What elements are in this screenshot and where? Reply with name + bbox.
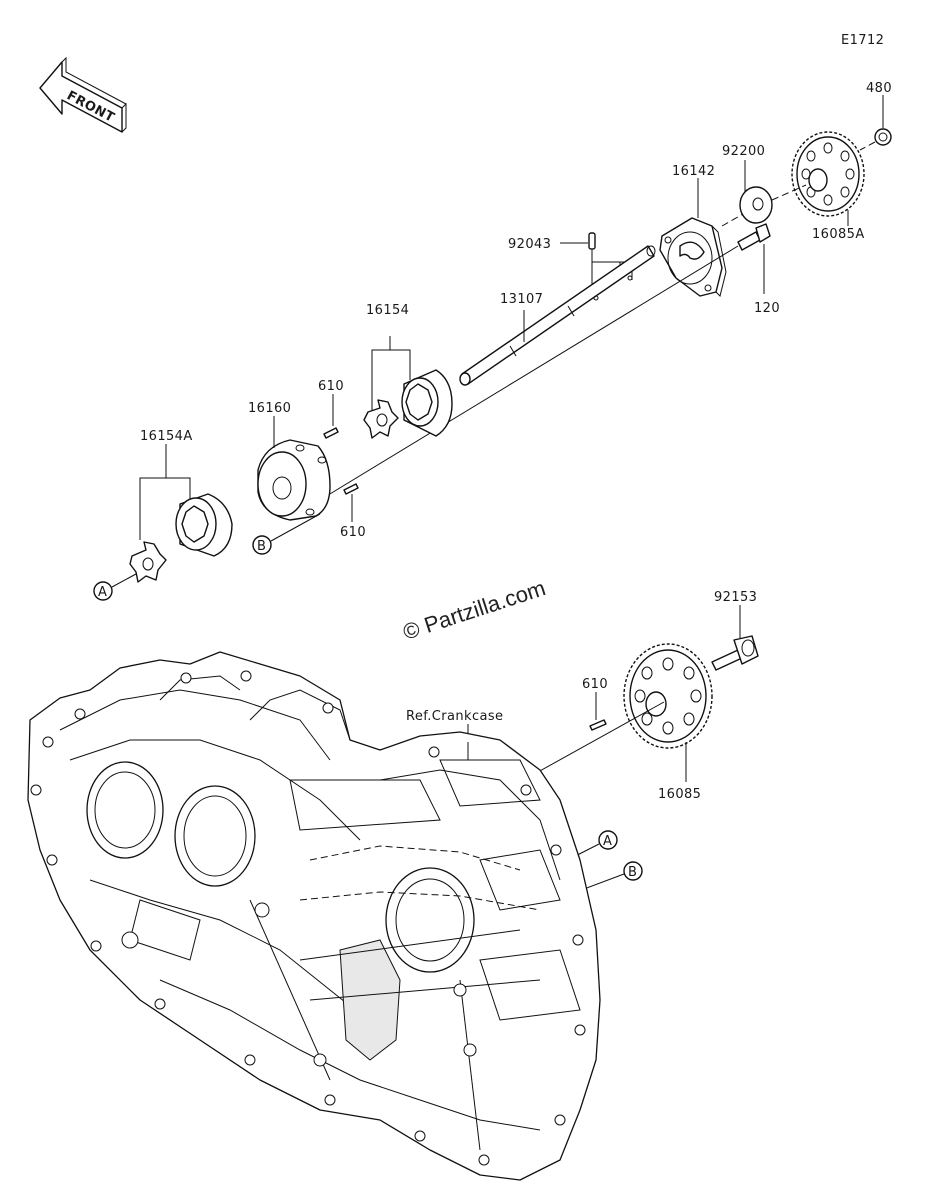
bolt-92153	[711, 605, 759, 671]
pin-610-middle	[343, 483, 359, 522]
pin-610-upper	[323, 394, 339, 439]
circlip-480	[859, 95, 892, 151]
gear-16085	[519, 643, 713, 783]
pump-body-16160	[257, 416, 331, 521]
label-16085: 16085	[658, 787, 701, 802]
label-610-middle: 610	[340, 525, 366, 540]
label-120: 120	[754, 301, 780, 316]
pump-cover-16142	[659, 178, 727, 297]
gear-16085a	[791, 131, 865, 226]
label-16154: 16154	[366, 303, 409, 318]
shaft-13107	[459, 245, 656, 386]
label-16154a: 16154A	[140, 429, 193, 444]
label-92200: 92200	[722, 144, 765, 159]
marker-b-text: B	[257, 539, 266, 554]
marker-a-text: A	[98, 585, 107, 600]
watermark: © Partzilla.com	[400, 575, 549, 645]
label-16142: 16142	[672, 164, 715, 179]
diagram-code: E1712	[841, 33, 884, 48]
label-16085a: 16085A	[812, 227, 865, 242]
marker-b-lower-text: B	[628, 865, 637, 880]
label-610-upper: 610	[318, 379, 344, 394]
marker-a-lower-text: A	[603, 834, 612, 849]
crankcase-outline	[27, 651, 601, 1181]
label-13107: 13107	[500, 292, 543, 307]
label-92043: 92043	[508, 237, 551, 252]
ref-crankcase-label: Ref.Crankcase	[406, 709, 503, 724]
rotor-set-16154	[363, 336, 453, 439]
label-92153: 92153	[714, 590, 757, 605]
bolt-120	[319, 223, 771, 501]
marker-a: A	[93, 573, 137, 601]
label-610-lower: 610	[582, 677, 608, 692]
label-16160: 16160	[248, 401, 291, 416]
front-arrow-icon: FRONT	[39, 56, 127, 133]
rotor-set-16154a	[129, 444, 233, 583]
label-480: 480	[866, 81, 892, 96]
pin-610-lower	[589, 692, 607, 731]
washer-92200	[721, 160, 807, 227]
marker-b: B	[252, 513, 321, 555]
